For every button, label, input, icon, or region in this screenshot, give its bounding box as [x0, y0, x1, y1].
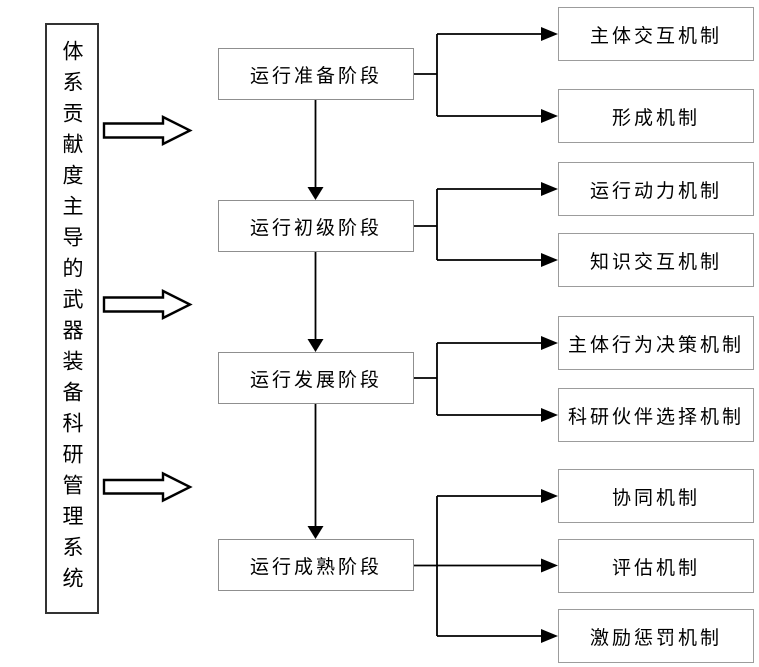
branch-connector-stage3: [413, 336, 558, 422]
system-title-label: 体系贡献度主导的武器装备科研管理系统: [60, 39, 84, 598]
mechanism-box-formation: 形成机制: [558, 89, 754, 143]
stage-label: 运行初级阶段: [249, 217, 382, 239]
mechanism-box-subject-interaction: 主体交互机制: [558, 7, 754, 61]
mechanism-box-operation-power: 运行动力机制: [558, 162, 754, 216]
mechanism-label: 协同机制: [611, 487, 700, 509]
stage-label: 运行准备阶段: [249, 65, 382, 87]
mechanism-label: 形成机制: [611, 107, 700, 129]
block-arrow-icon: [102, 115, 193, 146]
stage-label: 运行发展阶段: [249, 369, 382, 391]
branch-connector-stage2: [413, 182, 558, 267]
mechanism-box-evaluation: 评估机制: [558, 539, 754, 593]
stage-box-primary: 运行初级阶段: [218, 200, 414, 252]
mechanism-label: 科研伙伴选择机制: [567, 406, 744, 428]
mechanism-box-knowledge-interaction: 知识交互机制: [558, 233, 754, 287]
mechanism-box-partner-selection: 科研伙伴选择机制: [558, 388, 754, 442]
mechanism-label: 主体交互机制: [589, 25, 722, 47]
flow-arrow-stage1-stage2: [307, 100, 324, 200]
mechanism-label: 评估机制: [611, 557, 700, 579]
block-arrow-icon: [102, 471, 193, 503]
mechanism-label: 运行动力机制: [589, 180, 722, 202]
branch-connector-stage4: [413, 489, 558, 643]
mechanism-label: 知识交互机制: [589, 251, 722, 273]
stage-box-development: 运行发展阶段: [218, 352, 414, 404]
branch-connector-stage1: [413, 27, 558, 123]
flow-arrow-stage2-stage3: [307, 252, 324, 352]
system-title-box: 体系贡献度主导的武器装备科研管理系统: [45, 23, 99, 614]
block-arrow-icon: [102, 289, 193, 320]
mechanism-label: 激励惩罚机制: [589, 627, 722, 649]
stage-box-preparation: 运行准备阶段: [218, 48, 414, 100]
mechanism-box-collaboration: 协同机制: [558, 469, 754, 523]
mechanism-box-incentive-punishment: 激励惩罚机制: [558, 609, 754, 663]
flow-arrow-stage3-stage4: [307, 404, 324, 539]
stage-label: 运行成熟阶段: [249, 556, 382, 578]
stage-box-maturity: 运行成熟阶段: [218, 539, 414, 591]
mechanism-label: 主体行为决策机制: [567, 334, 744, 356]
mechanism-box-behavior-decision: 主体行为决策机制: [558, 316, 754, 370]
